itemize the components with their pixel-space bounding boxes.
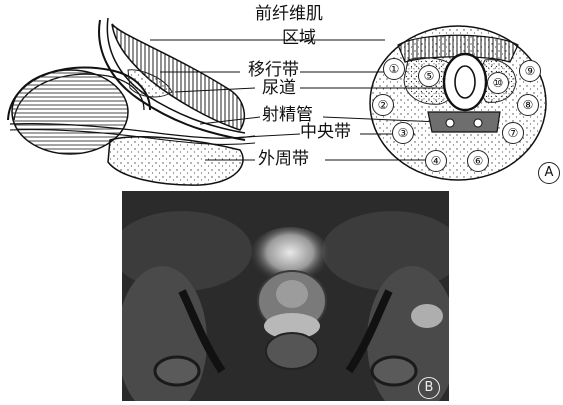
urethra-axial-inner [455, 66, 475, 98]
panel-tag-b: B [418, 377, 440, 399]
zone-number-6: ⑥ [467, 150, 489, 172]
label-peripheral-zone: 外周带 [258, 151, 309, 168]
label-anterior-fibromuscular-line1: 前纤维肌 [255, 6, 323, 23]
zone-number-9: ⑨ [519, 60, 541, 82]
label-transition-zone: 移行带 [248, 62, 299, 79]
zone-number-4: ④ [425, 150, 447, 172]
mri-image-content [122, 191, 449, 401]
zone-number-8: ⑧ [517, 94, 539, 116]
zone-number-5: ⑤ [418, 65, 440, 87]
ejaculatory-duct-right [474, 119, 482, 127]
label-urethra: 尿道 [262, 80, 296, 97]
zone-number-3: ③ [392, 122, 414, 144]
zone-number-2: ② [372, 94, 394, 116]
zone-number-7: ⑦ [502, 122, 524, 144]
panel-tag-a: A [538, 162, 560, 184]
zone-number-10: ⑩ [487, 72, 509, 94]
label-central-zone: 中央带 [300, 124, 351, 141]
mri-image: B [122, 191, 449, 401]
central-zone-axial [428, 112, 500, 132]
ejaculatory-duct-left [446, 119, 454, 127]
zone-number-1: ① [383, 58, 405, 80]
label-anterior-fibromuscular-line2: 区域 [282, 30, 316, 47]
